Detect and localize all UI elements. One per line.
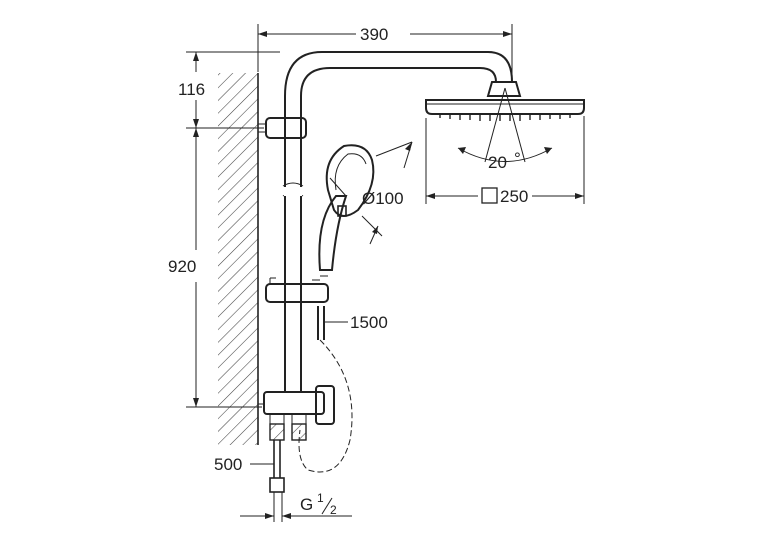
shower-arm	[284, 51, 513, 97]
head-size-value: 250	[500, 187, 528, 206]
wall	[218, 73, 259, 445]
riser-rail	[282, 96, 304, 392]
square-icon	[481, 187, 498, 204]
tilt-angle-indicator: 20 °	[457, 87, 553, 172]
hand-shower-diameter-value: Ø100	[362, 189, 404, 208]
arm-reach-value: 390	[360, 25, 388, 44]
wall-hatch	[218, 73, 258, 445]
lower-length-value: 500	[214, 455, 242, 474]
vertical-dimensions: 116 920	[168, 51, 280, 408]
tilt-value: 20	[488, 153, 507, 172]
rail-height-value: 920	[168, 257, 196, 276]
thread-prefix: G	[300, 495, 313, 514]
lower-length-dimension: 500	[214, 455, 274, 474]
hand-shower	[318, 144, 375, 271]
left-connector	[269, 423, 285, 441]
hand-shower-holder	[265, 275, 329, 303]
thread-denominator: 2	[330, 503, 337, 517]
thermostat-body	[258, 385, 335, 425]
top-wall-bracket	[258, 117, 307, 139]
hand-shower-diameter-dimension: Ø100	[361, 141, 413, 245]
degree-symbol: °	[514, 149, 521, 168]
head-width-dimension: 250	[425, 116, 585, 206]
hose-length-value: 1500	[350, 313, 388, 332]
head-shower	[425, 81, 585, 121]
right-connector	[291, 423, 307, 441]
thread-dimension: G 1 2	[240, 491, 352, 519]
thread-numerator: 1	[317, 491, 324, 505]
shower-hose: 1500	[298, 306, 388, 473]
arm-reach-dimension: 390	[257, 24, 513, 80]
top-offset-value: 116	[178, 80, 205, 99]
supply-connectors	[269, 414, 307, 522]
